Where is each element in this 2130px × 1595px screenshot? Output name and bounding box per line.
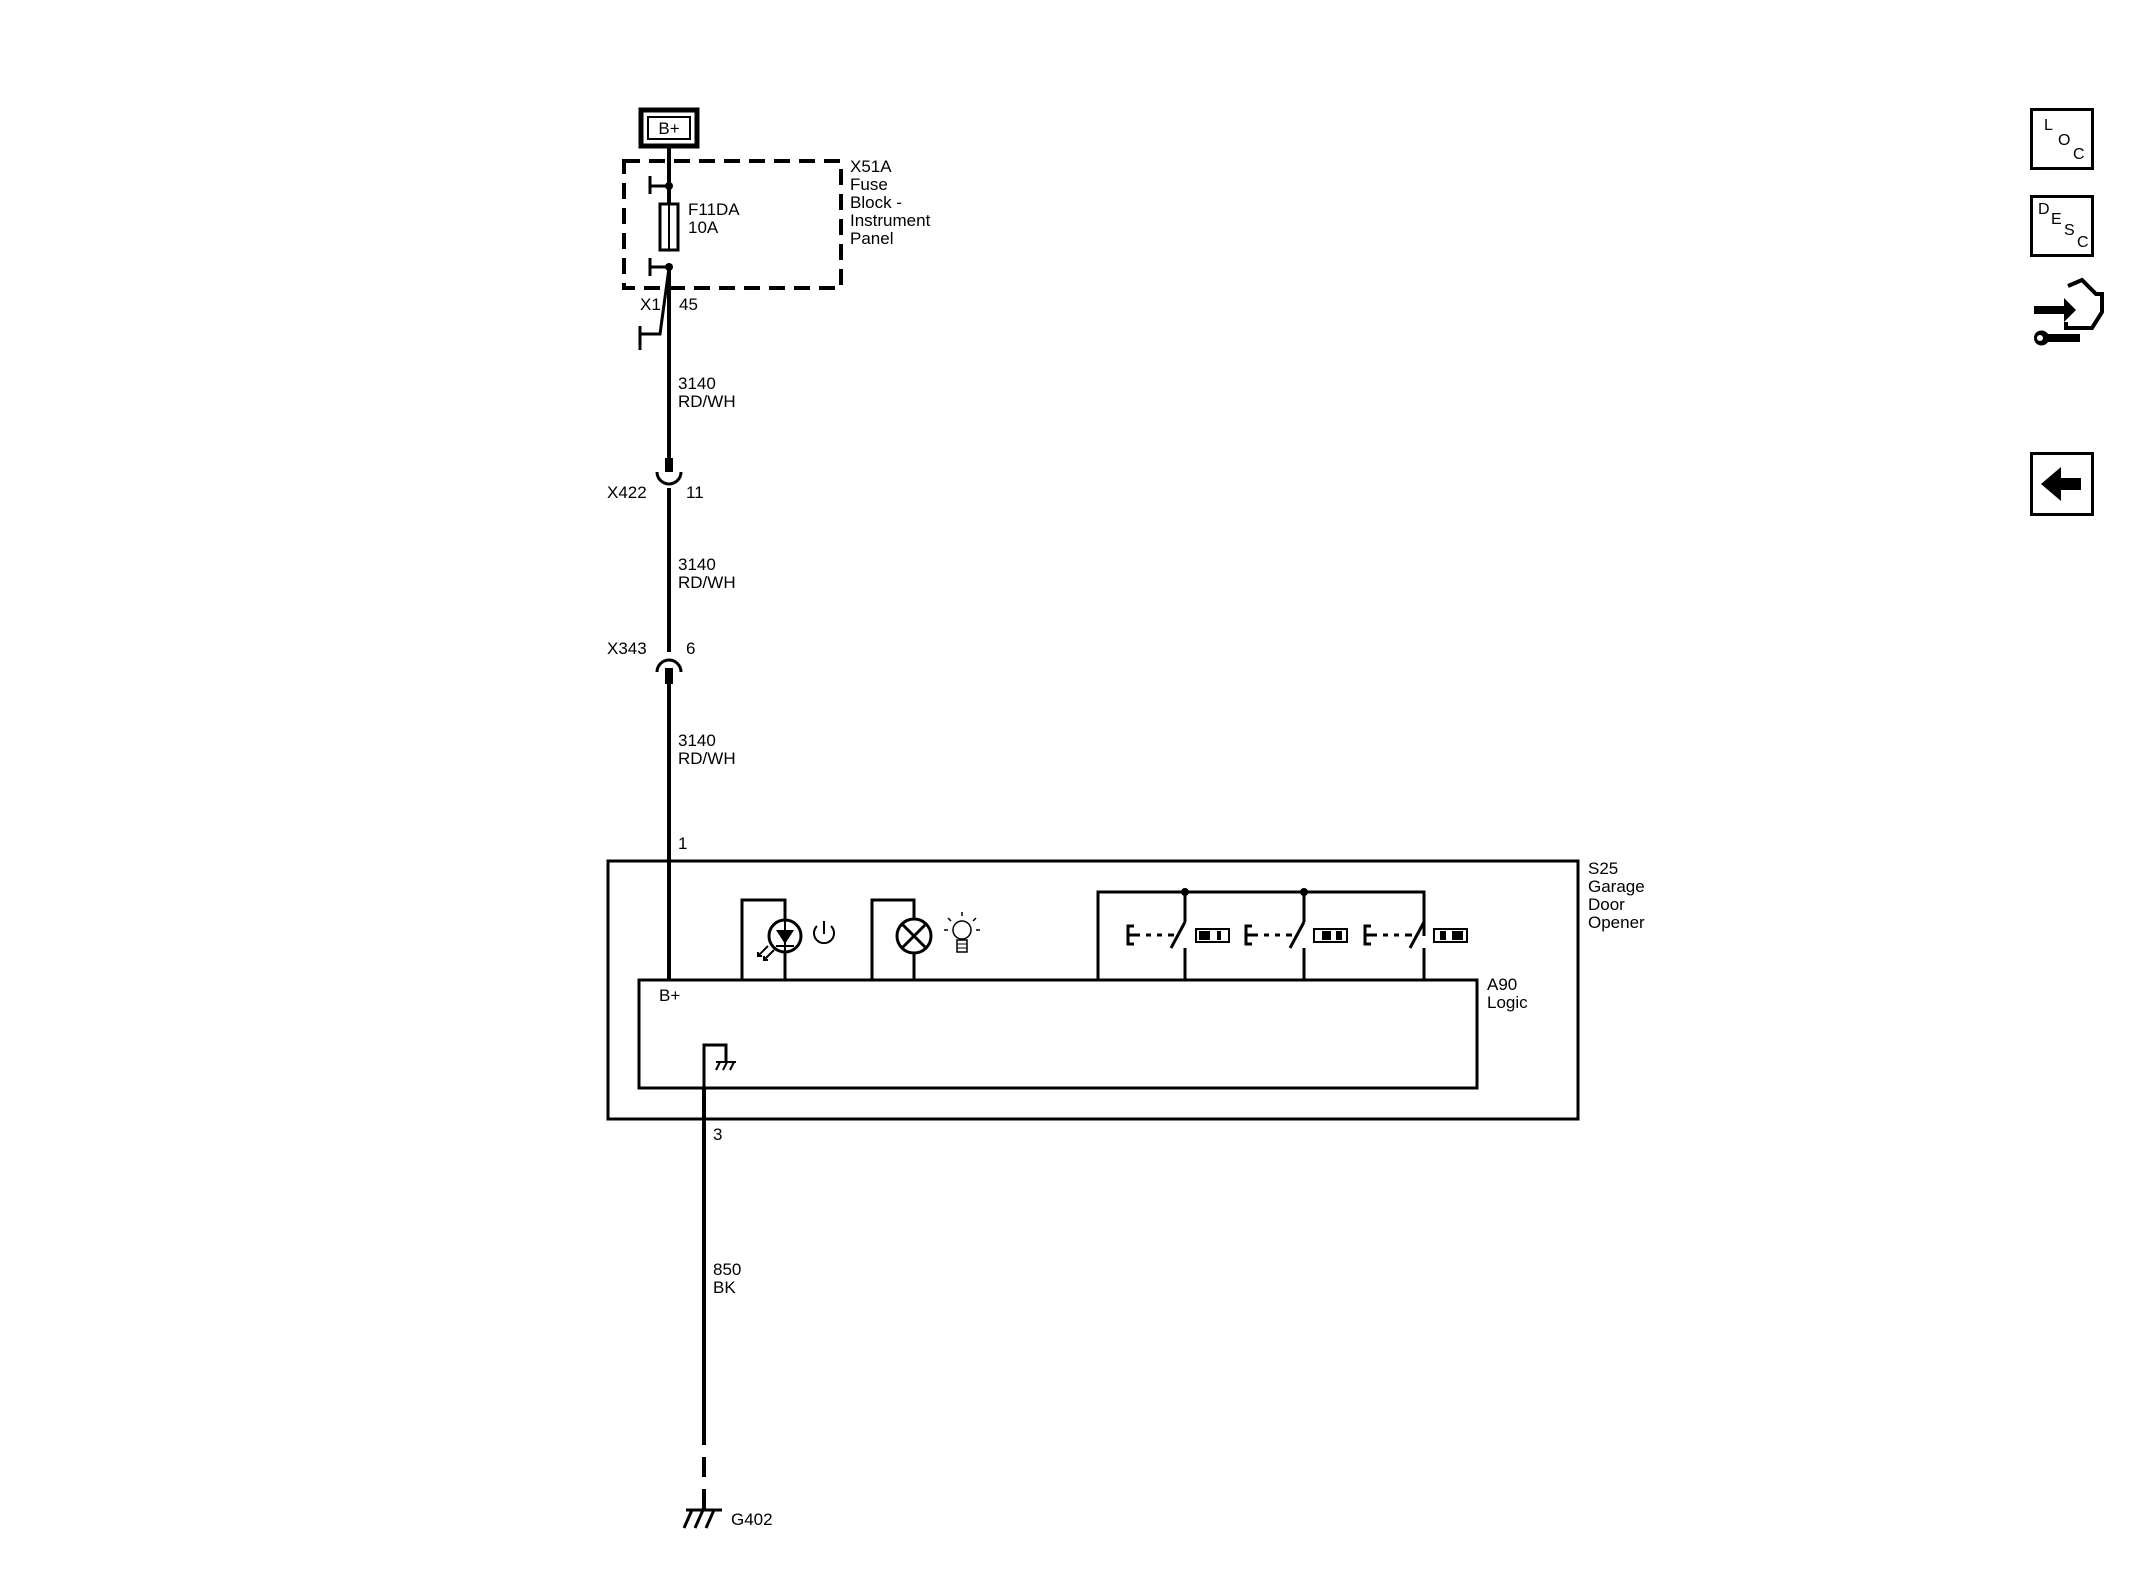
x1-pin-label: 45: [679, 295, 698, 314]
fuse-block-name-3: Instrument: [850, 211, 931, 230]
wire-2-color: RD/WH: [678, 573, 736, 592]
back-arrow-icon: [2041, 467, 2081, 501]
wire-1-color: RD/WH: [678, 392, 736, 411]
wire-3-circuit: 3140: [678, 731, 716, 750]
fuse-f11da: [648, 176, 680, 276]
ground-ref-label: G402: [731, 1510, 773, 1529]
button-indicator-icons: [1195, 928, 1468, 943]
component-ref: S25: [1588, 859, 1618, 878]
fuse-block-outline: [622, 159, 843, 290]
module-power-label: B+: [659, 986, 680, 1005]
module-ref: A90: [1487, 975, 1517, 994]
desc-letter-s: S: [2064, 222, 2075, 239]
loc-letter-c: C: [2073, 146, 2085, 163]
logic-module-outline: [637, 978, 1479, 1090]
ground-pin-label: 3: [713, 1125, 722, 1144]
garage-door-opener-outline: [606, 859, 1580, 1121]
power-pin-label: 1: [678, 834, 687, 853]
b-plus-label: B+: [658, 119, 679, 138]
x1-connector-label: X1: [640, 295, 661, 314]
fuse-rating-label: 10A: [688, 218, 719, 237]
back-button[interactable]: [2030, 452, 2094, 516]
wire-3-color: RD/WH: [678, 749, 736, 768]
module-name: Logic: [1487, 993, 1528, 1012]
fuse-block-name-1: Fuse: [850, 175, 888, 194]
loc-button[interactable]: L O C: [2030, 108, 2094, 170]
diagnostic-routing-icon: [2034, 277, 2104, 346]
light-bulb-icon: [944, 912, 980, 953]
component-name-1: Garage: [1588, 877, 1645, 896]
fuse-id-label: F11DA: [688, 200, 740, 219]
desc-letter-c: C: [2077, 234, 2089, 251]
module-ground-symbol: [702, 1043, 736, 1088]
component-name-2: Door: [1588, 895, 1625, 914]
fuse-block-ref: X51A: [850, 157, 892, 176]
component-name-3: Opener: [1588, 913, 1645, 932]
wire-1-circuit: 3140: [678, 374, 716, 393]
loc-letter-o: O: [2058, 132, 2071, 149]
ground-wire-color: BK: [713, 1278, 736, 1297]
chassis-ground-g402: [682, 1508, 722, 1529]
x422-pin-label: 11: [686, 483, 704, 502]
desc-letter-e: E: [2051, 211, 2062, 228]
desc-button[interactable]: D E S C: [2030, 195, 2094, 257]
x422-connector-symbol: [655, 458, 683, 486]
power-symbol-icon: [813, 921, 835, 945]
x343-pin-label: 6: [686, 639, 695, 658]
fuse-block-name-2: Block -: [850, 193, 902, 212]
button-switches: [1096, 888, 1426, 980]
b-plus-source: B+: [638, 107, 700, 149]
x343-connector-symbol: [655, 658, 683, 684]
ground-wire-circuit: 850: [713, 1260, 741, 1279]
desc-letter-d: D: [2038, 201, 2050, 218]
illumination-lamp: [870, 898, 933, 980]
loc-letter-l: L: [2044, 117, 2053, 134]
diagnostic-routing-button[interactable]: [2030, 272, 2104, 352]
x422-connector-label: X422: [607, 483, 647, 502]
fuse-block-name-4: Panel: [850, 229, 893, 248]
x1-connector-symbol: [638, 267, 671, 350]
x343-connector-label: X343: [607, 639, 647, 658]
power-indicator-led: [740, 898, 803, 980]
wire-2-circuit: 3140: [678, 555, 716, 574]
